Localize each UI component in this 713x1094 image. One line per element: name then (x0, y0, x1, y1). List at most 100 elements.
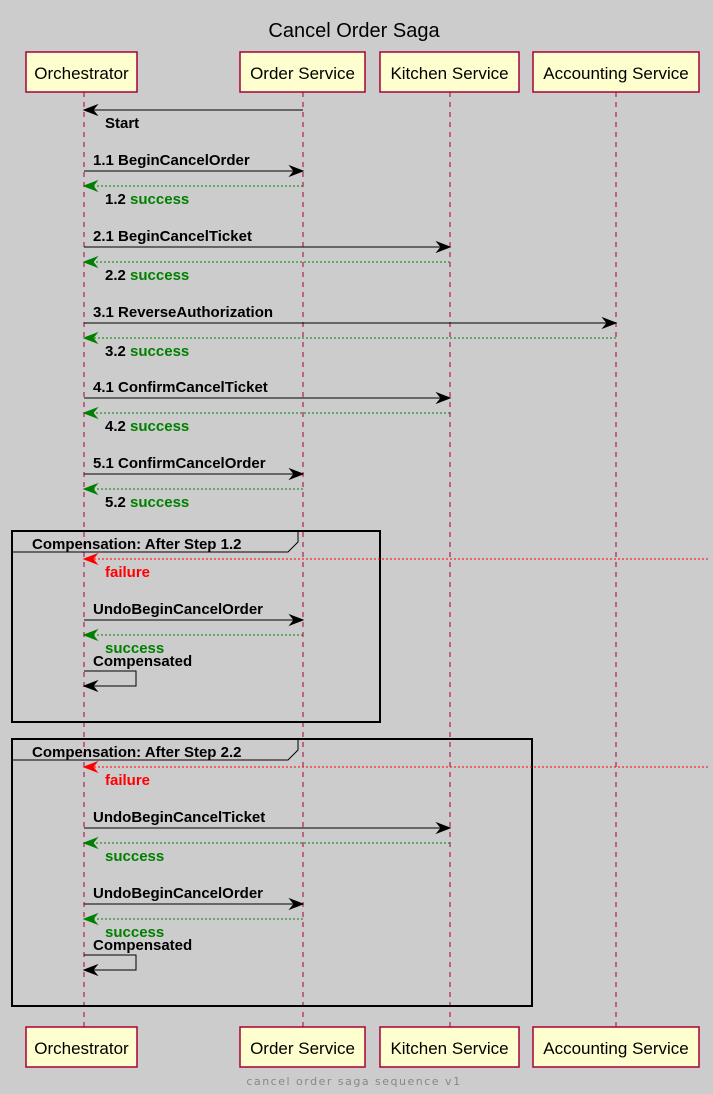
message-g1-2: success (82, 628, 303, 657)
arrowhead (435, 821, 452, 835)
message-label: failure (105, 772, 150, 789)
message-label: UndoBeginCancelTicket (93, 809, 265, 826)
message-label: failure (105, 564, 150, 581)
participant-box (239, 51, 366, 93)
message-label: success (105, 848, 164, 865)
participant-box (379, 51, 520, 93)
message-label-part: UndoBeginCancelOrder (93, 601, 263, 618)
message-label: 2.1 BeginCancelTicket (93, 228, 252, 245)
compensation-group-2: Compensation: After Step 2.2 (11, 738, 533, 1007)
message-g2-5: Compensated (82, 937, 192, 977)
arrowhead (288, 467, 305, 481)
arrowhead (82, 963, 99, 977)
message-label-part: success (105, 640, 164, 657)
message-g2-2: success (82, 836, 450, 865)
arrowhead (288, 897, 305, 911)
message-label-part: UndoBeginCancelTicket (93, 809, 265, 826)
participant-accounting-bottom: Accounting Service (532, 1026, 700, 1068)
message-label-part: success (130, 191, 189, 208)
message-label: 5.1 ConfirmCancelOrder (93, 455, 266, 472)
message-g2-0: failure (82, 760, 708, 789)
diagram-footer: cancel order saga sequence v1 (246, 1075, 461, 1088)
message-label-part: success (105, 924, 164, 941)
group-label: Compensation: After Step 2.2 (32, 744, 241, 761)
message-1: 1.1 BeginCancelOrder (84, 152, 305, 178)
arrowhead (82, 103, 99, 117)
message-0: Start (82, 103, 303, 132)
participant-box (379, 1026, 520, 1068)
arrowhead (288, 613, 305, 627)
message-4: 2.2 success (82, 255, 450, 284)
message-5: 3.1 ReverseAuthorization (84, 304, 618, 330)
group-frame (11, 530, 381, 723)
participant-kitchen-bottom: Kitchen Service (379, 1026, 520, 1068)
arrowhead (601, 316, 618, 330)
arrowhead (82, 628, 99, 642)
participant-label: Kitchen Service (390, 64, 508, 83)
participant-box (532, 51, 700, 93)
message-label-part: Compensated (93, 937, 192, 954)
participant-heads-bottom: Orchestrator Order Service Kitchen Service… (25, 1026, 700, 1068)
message-label-part: 5.1 ConfirmCancelOrder (93, 455, 266, 472)
message-label: Start (105, 115, 139, 132)
self-message-line (84, 954, 137, 971)
message-label-part: failure (105, 772, 150, 789)
message-label-part: 2.1 BeginCancelTicket (93, 228, 252, 245)
message-label-part: success (130, 267, 189, 284)
message-label: success (105, 924, 164, 941)
message-label: 4.2 success (105, 418, 189, 435)
arrowhead (82, 912, 99, 926)
message-label-part: 4.1 ConfirmCancelTicket (93, 379, 268, 396)
arrowhead (82, 760, 99, 774)
self-message-line (84, 670, 137, 687)
participant-box (25, 1026, 138, 1068)
arrowhead (82, 406, 99, 420)
message-label-part: failure (105, 564, 150, 581)
participant-orch-bottom: Orchestrator (25, 1026, 138, 1068)
message-label-part: 3.2 (105, 343, 130, 360)
message-label-part: Start (105, 115, 139, 132)
diagram-title: Cancel Order Saga (268, 20, 440, 42)
message-label: UndoBeginCancelOrder (93, 885, 263, 902)
message-g2-1: UndoBeginCancelTicket (84, 809, 452, 835)
messages: failureUndoBeginCancelOrdersuccessCompen… (82, 103, 708, 977)
message-3: 2.1 BeginCancelTicket (84, 228, 452, 254)
message-label-part: 5.2 (105, 494, 130, 511)
message-label: 1.2 success (105, 191, 189, 208)
arrowhead (82, 482, 99, 496)
message-label: 3.2 success (105, 343, 189, 360)
arrowhead (288, 164, 305, 178)
group-label-tab (12, 531, 299, 553)
group-label-tab (12, 739, 299, 761)
message-label: UndoBeginCancelOrder (93, 601, 263, 618)
message-label: 3.1 ReverseAuthorization (93, 304, 273, 321)
participant-box (239, 1026, 366, 1068)
message-label-part: success (130, 343, 189, 360)
participant-label: Kitchen Service (390, 1039, 508, 1058)
participant-kitchen-top: Kitchen Service (379, 51, 520, 93)
group-frame (11, 738, 533, 1007)
message-label: 2.2 success (105, 267, 189, 284)
message-label-part: success (130, 418, 189, 435)
participant-box (532, 1026, 700, 1068)
message-10: 5.2 success (82, 482, 303, 511)
message-g2-3: UndoBeginCancelOrder (84, 885, 305, 911)
message-label: 5.2 success (105, 494, 189, 511)
arrowhead (435, 240, 452, 254)
message-label: Compensated (93, 937, 192, 954)
message-label: 1.1 BeginCancelOrder (93, 152, 250, 169)
message-label-part: success (130, 494, 189, 511)
groups: Compensation: After Step 1.2Compensation… (11, 530, 533, 1007)
message-9: 5.1 ConfirmCancelOrder (84, 455, 305, 481)
message-label-part: UndoBeginCancelOrder (93, 885, 263, 902)
participant-order-bottom: Order Service (239, 1026, 366, 1068)
message-g1-0: failure (82, 552, 708, 581)
arrowhead (82, 179, 99, 193)
participant-label: Orchestrator (34, 64, 129, 83)
arrowhead (82, 679, 99, 693)
message-label: 4.1 ConfirmCancelTicket (93, 379, 268, 396)
message-6: 3.2 success (82, 331, 616, 360)
message-label-part: 1.2 (105, 191, 130, 208)
